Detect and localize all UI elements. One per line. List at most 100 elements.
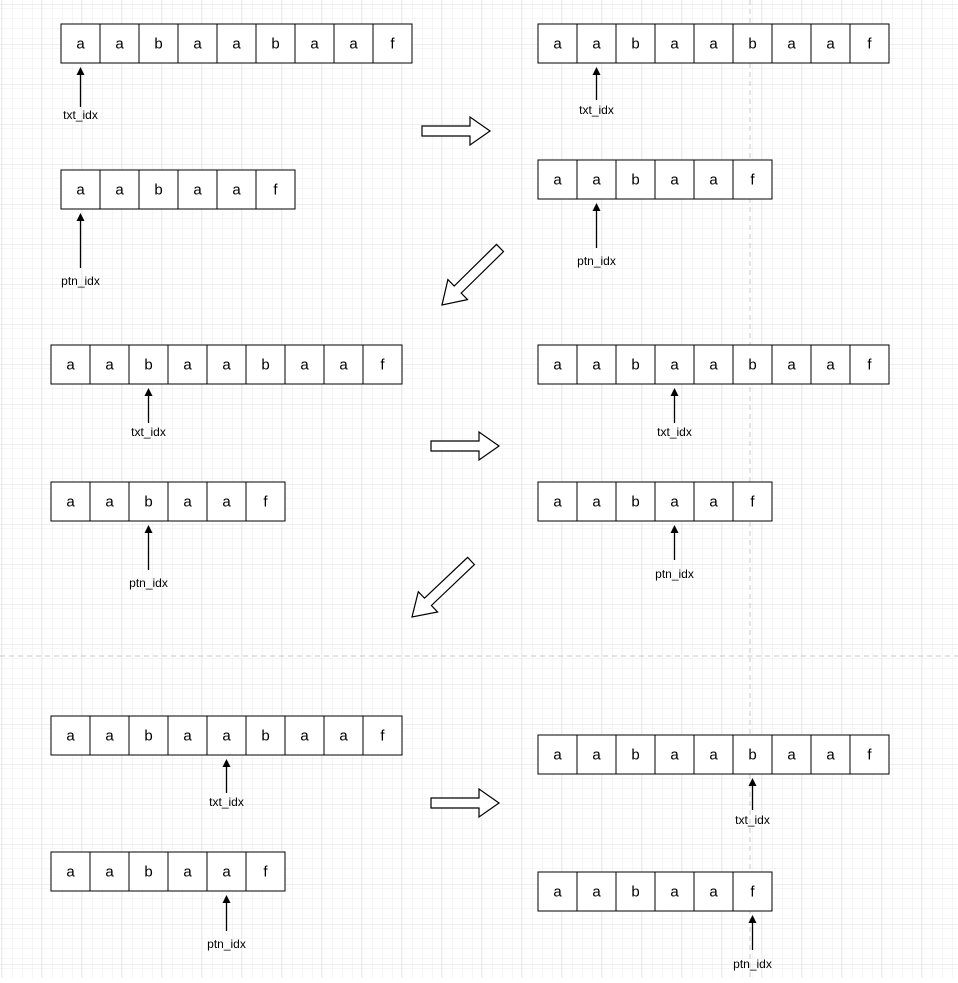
text-array-char: a	[222, 357, 231, 374]
text-array-char: a	[787, 36, 796, 53]
text-array-char: a	[670, 747, 679, 764]
pattern-array-char: a	[553, 884, 562, 901]
text-array-cell	[693, 344, 734, 385]
txt-idx-pointer-label: txt_idx	[63, 108, 98, 122]
text-array-cell	[849, 734, 890, 775]
text-array-char: a	[787, 357, 796, 374]
text-array-cell	[50, 715, 91, 756]
pattern-array-char: f	[750, 884, 755, 901]
text-array-cell	[50, 344, 91, 385]
ptn-idx-pointer-label: ptn_idx	[655, 567, 694, 581]
text-array-char: f	[380, 728, 385, 745]
text-array-char: a	[339, 357, 348, 374]
text-array-cell	[245, 715, 286, 756]
text-array-char: a	[709, 357, 718, 374]
txt-idx-pointer-label: txt_idx	[209, 795, 244, 809]
text-array-cell	[732, 734, 773, 775]
pattern-array-cell	[732, 159, 773, 200]
pattern-array-cell	[50, 481, 91, 522]
text-array-cell	[693, 734, 734, 775]
text-array-char: a	[826, 357, 835, 374]
text-array-cell	[810, 23, 851, 64]
pattern-array-cell	[206, 851, 247, 892]
text-array-char: a	[76, 36, 85, 53]
pattern-array-cell	[128, 851, 169, 892]
pattern-array-char: f	[750, 172, 755, 189]
text-array-cell	[206, 715, 247, 756]
pattern-array-cell	[732, 871, 773, 912]
text-array-char: a	[826, 36, 835, 53]
text-array-char: a	[592, 357, 601, 374]
text-array-char: a	[183, 728, 192, 745]
text-array-cell	[654, 23, 695, 64]
text-array-cell	[245, 344, 286, 385]
text-array-char: b	[144, 728, 152, 745]
pattern-array-char: a	[222, 494, 231, 511]
pattern-array-char: a	[193, 182, 202, 199]
text-array-cell	[177, 23, 218, 64]
text-array-cell	[128, 715, 169, 756]
ptn-idx-pointer-label: ptn_idx	[577, 254, 616, 268]
text-array-char: f	[390, 36, 395, 53]
pattern-array-cell	[206, 481, 247, 522]
text-array-cell	[333, 23, 374, 64]
pattern-array-cell	[537, 159, 578, 200]
text-array-char: f	[380, 357, 385, 374]
text-array-cell	[654, 344, 695, 385]
text-array-char: a	[709, 747, 718, 764]
text-array-char: b	[748, 747, 756, 764]
txt-idx-pointer-label: txt_idx	[657, 425, 692, 439]
pattern-array-char: f	[750, 494, 755, 511]
pattern-array-cell	[654, 159, 695, 200]
text-array-cell	[537, 23, 578, 64]
text-array-char: a	[222, 728, 231, 745]
pattern-array-char: f	[263, 864, 268, 881]
text-array-char: b	[144, 357, 152, 374]
text-array-cell	[576, 344, 617, 385]
pattern-array-char: f	[263, 494, 268, 511]
ptn-idx-pointer-label: ptn_idx	[129, 576, 168, 590]
text-array-char: a	[592, 36, 601, 53]
pattern-array-cell	[128, 481, 169, 522]
pattern-array-char: a	[709, 884, 718, 901]
pattern-array-cell	[216, 169, 257, 210]
text-array-char: a	[553, 747, 562, 764]
pattern-array-char: a	[105, 864, 114, 881]
text-array-char: a	[670, 357, 679, 374]
text-array-cell	[576, 734, 617, 775]
text-array-char: b	[261, 728, 269, 745]
text-array-cell	[89, 344, 130, 385]
text-array-char: a	[553, 357, 562, 374]
pattern-array-cell	[89, 481, 130, 522]
text-array-char: a	[66, 728, 75, 745]
text-array-cell	[810, 734, 851, 775]
pattern-array-char: b	[154, 182, 162, 199]
text-array-cell	[732, 23, 773, 64]
pattern-array-char: a	[670, 172, 679, 189]
text-array-char: a	[339, 728, 348, 745]
txt-idx-pointer-label: txt_idx	[131, 425, 166, 439]
text-array-char: a	[553, 36, 562, 53]
pattern-array-cell	[576, 871, 617, 912]
pattern-array-cell	[732, 481, 773, 522]
pattern-array-char: a	[222, 864, 231, 881]
pattern-array-char: a	[76, 182, 85, 199]
text-array-cell	[849, 23, 890, 64]
text-array-cell	[849, 344, 890, 385]
pattern-array-cell	[167, 851, 208, 892]
text-array-char: b	[271, 36, 279, 53]
text-array-char: a	[300, 357, 309, 374]
pattern-array-cell	[245, 481, 286, 522]
step-arrow-right	[421, 115, 492, 147]
step-arrow-diagonal	[441, 243, 505, 306]
text-array-char: a	[709, 36, 718, 53]
pattern-array-cell	[138, 169, 179, 210]
text-array-cell	[99, 23, 140, 64]
text-array-char: a	[66, 357, 75, 374]
pattern-array-char: b	[631, 494, 639, 511]
text-array-cell	[60, 23, 101, 64]
pattern-array-char: a	[670, 494, 679, 511]
pattern-array-char: a	[553, 172, 562, 189]
text-array-char: b	[154, 36, 162, 53]
